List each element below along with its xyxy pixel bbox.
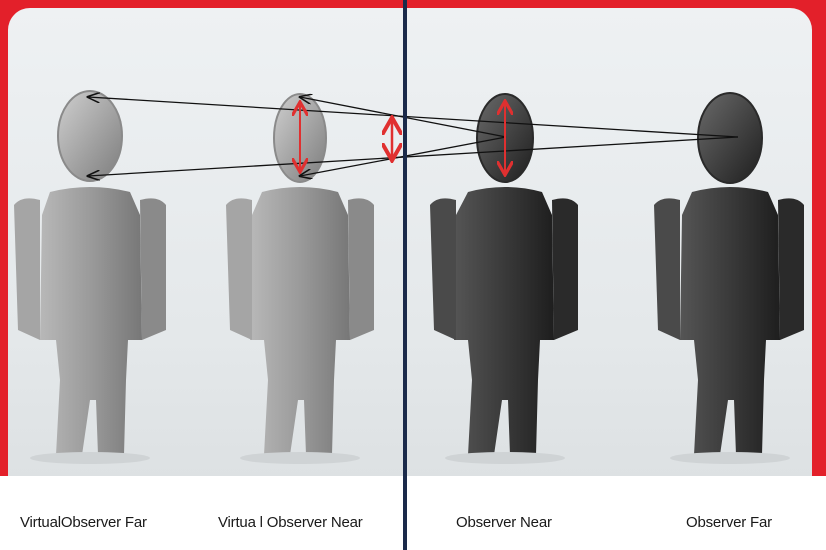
figure-observer-far — [654, 93, 804, 464]
caption-observer-near: Observer Near — [456, 514, 552, 531]
mirror-line — [403, 0, 407, 550]
caption-bar — [0, 476, 826, 550]
caption-virtual-observer-far: VirtualObserver Far — [20, 514, 147, 531]
ray-far-top — [88, 97, 738, 137]
mirror-diagram — [0, 0, 826, 476]
ray-far-bottom — [88, 137, 738, 176]
figure-virtual-far — [14, 91, 166, 464]
caption-virtual-observer-near: Virtua l Observer Near — [218, 514, 363, 531]
caption-observer-far: Observer Far — [686, 514, 772, 531]
